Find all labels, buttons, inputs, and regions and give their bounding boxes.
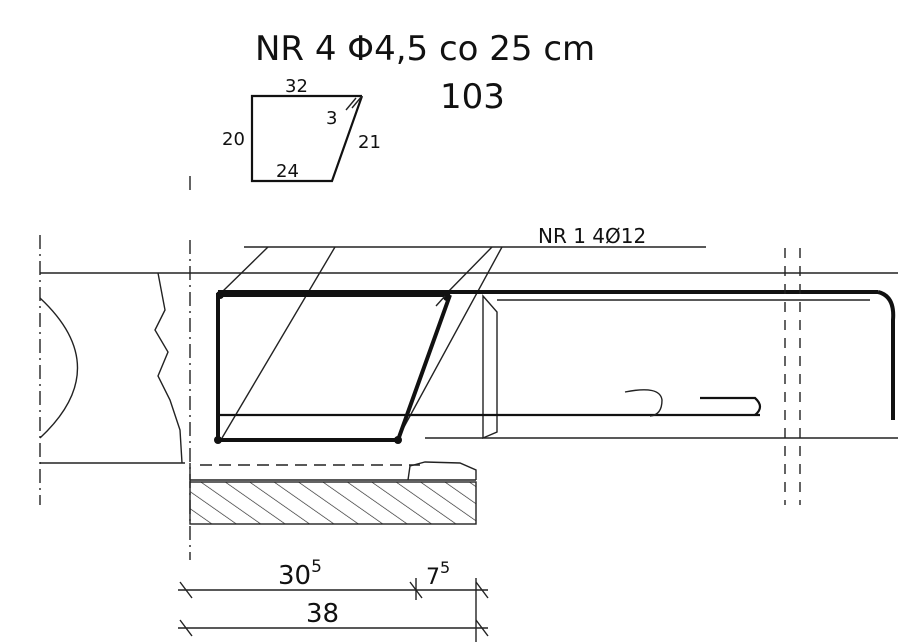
leader-diag-3 <box>444 246 493 296</box>
rebar-label: NR 1 4Ø12 <box>538 224 646 248</box>
leader-diag-2 <box>221 246 336 439</box>
stirrup-dim-bottom: 24 <box>276 161 299 182</box>
leader-diag-1 <box>221 246 269 293</box>
mortar-bed <box>407 461 477 481</box>
dim-7-5: 75 <box>426 558 450 590</box>
tick-5 <box>475 619 489 637</box>
stirrup-dim-hook: 3 <box>326 108 337 129</box>
stirrup-section <box>214 291 452 444</box>
break-marks-right <box>784 248 801 505</box>
beam-section <box>189 294 898 481</box>
hook-mark <box>435 295 446 307</box>
rebar-leader: NR 1 4Ø12 <box>221 224 706 439</box>
bar-dot-2 <box>214 436 222 444</box>
stirrup-outline <box>250 94 364 183</box>
stirrup-thick <box>216 293 452 442</box>
tick-4 <box>179 619 193 637</box>
end-plate <box>482 294 498 440</box>
lower-rebar-hook <box>700 396 762 416</box>
tick-3 <box>475 581 489 599</box>
stirrup-dim-top: 32 <box>285 76 308 97</box>
top-rebar-bend <box>877 290 896 420</box>
stirrup-dim-diagonal: 21 <box>358 132 381 153</box>
bar-dot-3 <box>394 436 402 444</box>
dim-30-5: 305 <box>278 557 322 591</box>
bent-bar-sketch <box>624 389 663 417</box>
bar-count: 103 <box>440 77 505 117</box>
bar-spec-title: NR 4 Φ4,5 co 25 cm <box>255 29 595 69</box>
break-edge <box>154 272 183 464</box>
support-hatch <box>189 481 477 525</box>
leader-diag-4 <box>397 246 503 439</box>
bar-dot-4 <box>443 293 451 301</box>
stirrup-dim-left: 20 <box>222 129 245 150</box>
stirrup-hook-2 <box>345 97 357 111</box>
tick-1 <box>179 581 193 599</box>
hollow-core-arc <box>39 297 79 439</box>
stirrup-hook-1 <box>351 95 363 109</box>
stirrup-shape-sketch: 32 20 24 3 21 <box>222 76 381 183</box>
dim-38: 38 <box>306 599 339 629</box>
dimension-chain: 305 75 38 <box>178 557 489 642</box>
